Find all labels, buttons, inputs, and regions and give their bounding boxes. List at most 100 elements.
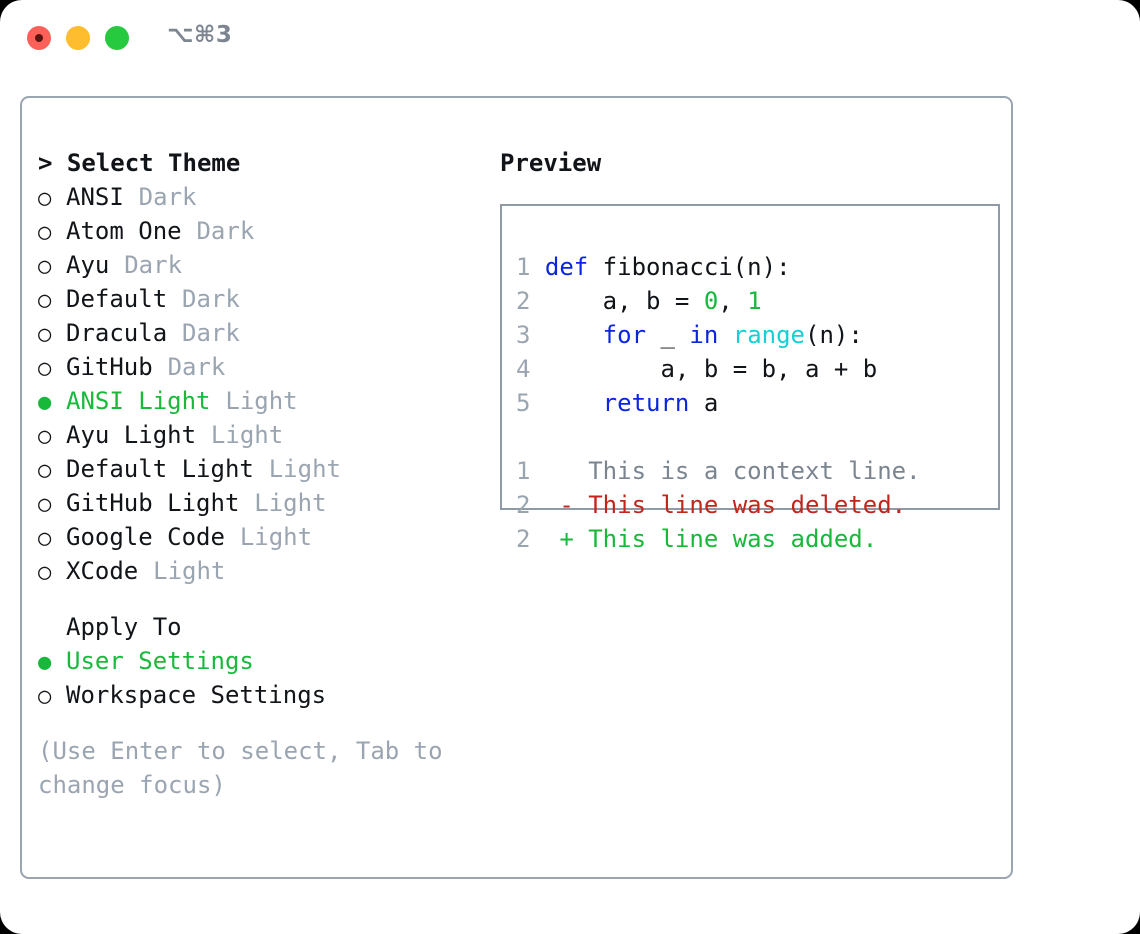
- code-line: 3 for _ in range(n):: [516, 318, 990, 352]
- diff-line-text: This is a context line.: [544, 457, 921, 485]
- theme-option-google-code[interactable]: ○ Google Code Light: [38, 520, 488, 554]
- code-token-id: fibonacci(n):: [588, 253, 791, 281]
- apply-to-option-list[interactable]: ● User Settings ○ Workspace Settings: [38, 644, 488, 712]
- theme-option-atom-one[interactable]: ○ Atom One Dark: [38, 214, 488, 248]
- code-line: 2 a, b = 0, 1: [516, 284, 990, 318]
- theme-option-label: Default Light: [66, 455, 254, 483]
- radio-unselected-icon: ○: [38, 254, 52, 279]
- theme-variant-tag: Light: [153, 557, 226, 585]
- theme-variant-tag: Light: [254, 489, 327, 517]
- code-token-id: ,: [718, 287, 748, 315]
- code-token-id: a: [689, 389, 719, 417]
- theme-variant-tag: Light: [239, 523, 313, 551]
- preview-column: Preview: [500, 146, 1000, 180]
- theme-variant-tag: Light: [225, 387, 298, 415]
- radio-unselected-icon: ○: [38, 220, 52, 245]
- window-controls: [27, 26, 129, 50]
- line-number: 2: [516, 491, 531, 519]
- radio-selected-icon: ●: [38, 650, 52, 675]
- code-token-num: 0: [703, 287, 719, 315]
- radio-unselected-icon: ○: [38, 560, 52, 585]
- code-line: 1 def fibonacci(n):: [516, 250, 990, 284]
- code-token-id: (n):: [805, 321, 863, 349]
- radio-unselected-icon: ○: [38, 424, 52, 449]
- theme-variant-tag: Dark: [196, 217, 255, 245]
- title-bar: ⌥⌘3: [0, 0, 1140, 78]
- theme-option-label: Atom One: [66, 217, 182, 245]
- theme-option-xcode[interactable]: ○ XCode Light: [38, 554, 488, 588]
- theme-option-default[interactable]: ○ Default Dark: [38, 282, 488, 316]
- radio-unselected-icon: ○: [38, 356, 52, 381]
- line-number: 1: [516, 457, 531, 485]
- preview-heading: Preview: [500, 149, 602, 177]
- theme-option-github[interactable]: ○ GitHub Dark: [38, 350, 488, 384]
- apply-option-label: User Settings: [66, 647, 254, 675]
- radio-unselected-icon: ○: [38, 684, 52, 709]
- close-button[interactable]: [27, 26, 51, 50]
- theme-option-ayu-light[interactable]: ○ Ayu Light Light: [38, 418, 488, 452]
- theme-option-github-light[interactable]: ○ GitHub Light Light: [38, 486, 488, 520]
- radio-selected-icon: ●: [38, 390, 52, 415]
- code-token-kw: for: [602, 321, 647, 349]
- diff-line-add: 2 + This line was added.: [516, 522, 990, 556]
- line-number: 2: [516, 525, 531, 553]
- theme-option-label: GitHub: [66, 353, 153, 381]
- radio-unselected-icon: ○: [38, 458, 52, 483]
- theme-option-label: ANSI: [66, 183, 124, 211]
- radio-unselected-icon: ○: [38, 288, 52, 313]
- diff-line-ctx: 1 This is a context line.: [516, 454, 990, 488]
- line-number: 5: [516, 389, 531, 417]
- theme-variant-tag: Dark: [124, 251, 183, 279]
- theme-option-label: GitHub Light: [66, 489, 240, 517]
- theme-option-label: Default: [66, 285, 168, 313]
- code-line: 4 a, b = b, a + b: [516, 352, 990, 386]
- code-token-id: _: [646, 321, 690, 349]
- apply-to-heading: Apply To: [66, 613, 182, 641]
- apply-option-user-settings[interactable]: ● User Settings: [38, 644, 488, 678]
- code-line: 5 return a: [516, 386, 990, 420]
- line-number: 4: [516, 355, 531, 383]
- theme-option-label: Dracula: [66, 319, 168, 347]
- line-number: 2: [516, 287, 531, 315]
- theme-option-ayu[interactable]: ○ Ayu Dark: [38, 248, 488, 282]
- code-token-kw: def: [544, 253, 589, 281]
- theme-option-label: ANSI Light: [66, 387, 211, 415]
- code-token-kw: in: [689, 321, 719, 349]
- keyboard-shortcut-label: ⌥⌘3: [167, 22, 233, 48]
- radio-unselected-icon: ○: [38, 492, 52, 517]
- theme-option-default-light[interactable]: ○ Default Light Light: [38, 452, 488, 486]
- theme-option-label: Google Code: [66, 523, 225, 551]
- diff-line-text: - This line was deleted.: [544, 491, 907, 519]
- theme-variant-tag: Light: [268, 455, 341, 483]
- apply-option-label: Workspace Settings: [66, 681, 327, 709]
- code-token-id: a, b =: [544, 287, 704, 315]
- theme-variant-tag: Dark: [182, 285, 240, 313]
- code-preview-separator: [516, 420, 990, 454]
- theme-variant-tag: Dark: [138, 183, 197, 211]
- code-token-id: [718, 321, 732, 349]
- theme-option-ansi-light[interactable]: ● ANSI Light Light: [38, 384, 488, 418]
- code-token-kw: return: [602, 389, 690, 417]
- apply-option-workspace-settings[interactable]: ○ Workspace Settings: [38, 678, 488, 712]
- theme-option-label: XCode: [66, 557, 139, 585]
- theme-variant-tag: Light: [210, 421, 284, 449]
- line-number: 1: [516, 253, 531, 281]
- code-token-fn: range: [732, 321, 805, 349]
- code-token-id: [545, 321, 603, 349]
- line-number: 3: [516, 321, 531, 349]
- theme-option-label: Ayu: [66, 251, 110, 279]
- maximize-button[interactable]: [105, 26, 129, 50]
- theme-option-label: Ayu Light: [66, 421, 197, 449]
- code-token-id: [545, 389, 603, 417]
- diff-line-text: + This line was added.: [544, 525, 878, 553]
- radio-unselected-icon: ○: [38, 526, 52, 551]
- minimize-button[interactable]: [66, 26, 90, 50]
- theme-variant-tag: Dark: [167, 353, 226, 381]
